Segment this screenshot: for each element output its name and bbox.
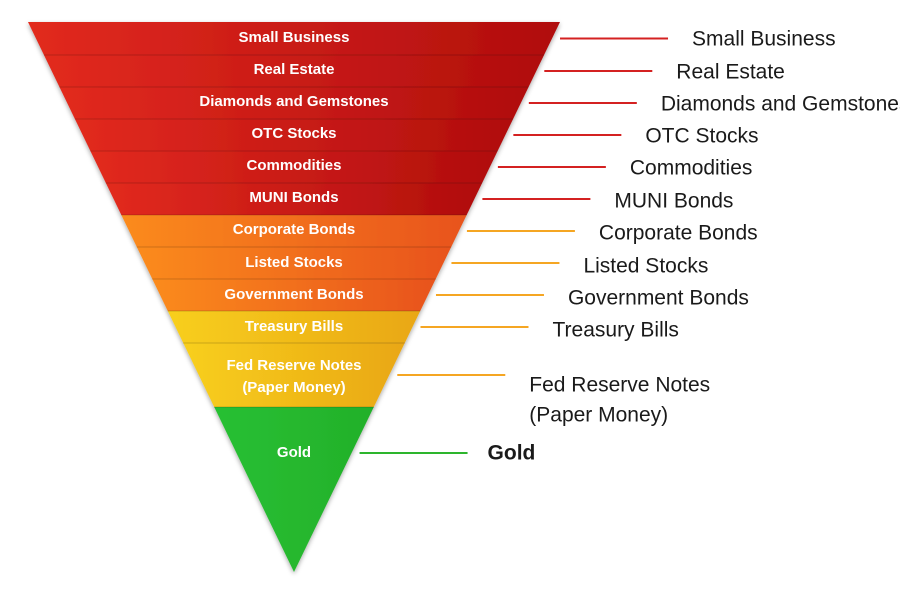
side-label: Government Bonds [568,287,749,310]
side-label: Gold [488,442,536,465]
side-label: Commodities [630,157,753,180]
connector-lines [359,37,669,454]
pyramid-level-label: Fed Reserve Notes [226,357,361,374]
pyramid-band [59,87,529,119]
pyramid-band [167,311,421,343]
pyramid-level-label: Small Business [239,29,350,46]
pyramid-band [121,215,467,247]
side-label: Listed Stocks [583,255,708,278]
pyramid-level-label: MUNI Bonds [249,189,338,206]
pyramid-band [152,279,436,311]
side-label: Diamonds and Gemstones [661,93,900,116]
pyramid-band [105,183,483,215]
pyramid-band [90,151,498,183]
side-label: MUNI Bonds [614,190,733,213]
side-label: Real Estate [676,61,785,84]
pyramid-band [74,119,514,151]
side-label: Treasury Bills [552,319,678,342]
pyramid-level-label: Treasury Bills [245,318,343,335]
pyramid-level-label: Government Bonds [224,286,363,303]
pyramid-level-label: Real Estate [254,61,335,78]
pyramid-band [183,343,405,407]
side-label: OTC Stocks [645,125,758,148]
side-label: (Paper Money) [529,404,668,427]
pyramid-level-label: Gold [277,444,311,461]
side-label: Fed Reserve Notes [529,374,710,397]
pyramid [28,22,560,572]
pyramid-band [28,22,560,55]
pyramid-band [136,247,452,279]
side-label: Small Business [692,28,836,51]
pyramid-level-label: Commodities [246,157,341,174]
pyramid-band [214,407,374,572]
pyramid-level-label: Corporate Bonds [233,221,356,238]
pyramid-level-label: Diamonds and Gemstones [199,93,388,110]
pyramid-level-label: OTC Stocks [251,125,336,142]
pyramid-band [43,55,545,87]
pyramid-level-label: Listed Stocks [245,254,343,271]
pyramid-level-label: (Paper Money) [242,379,345,396]
side-label: Corporate Bonds [599,222,758,245]
